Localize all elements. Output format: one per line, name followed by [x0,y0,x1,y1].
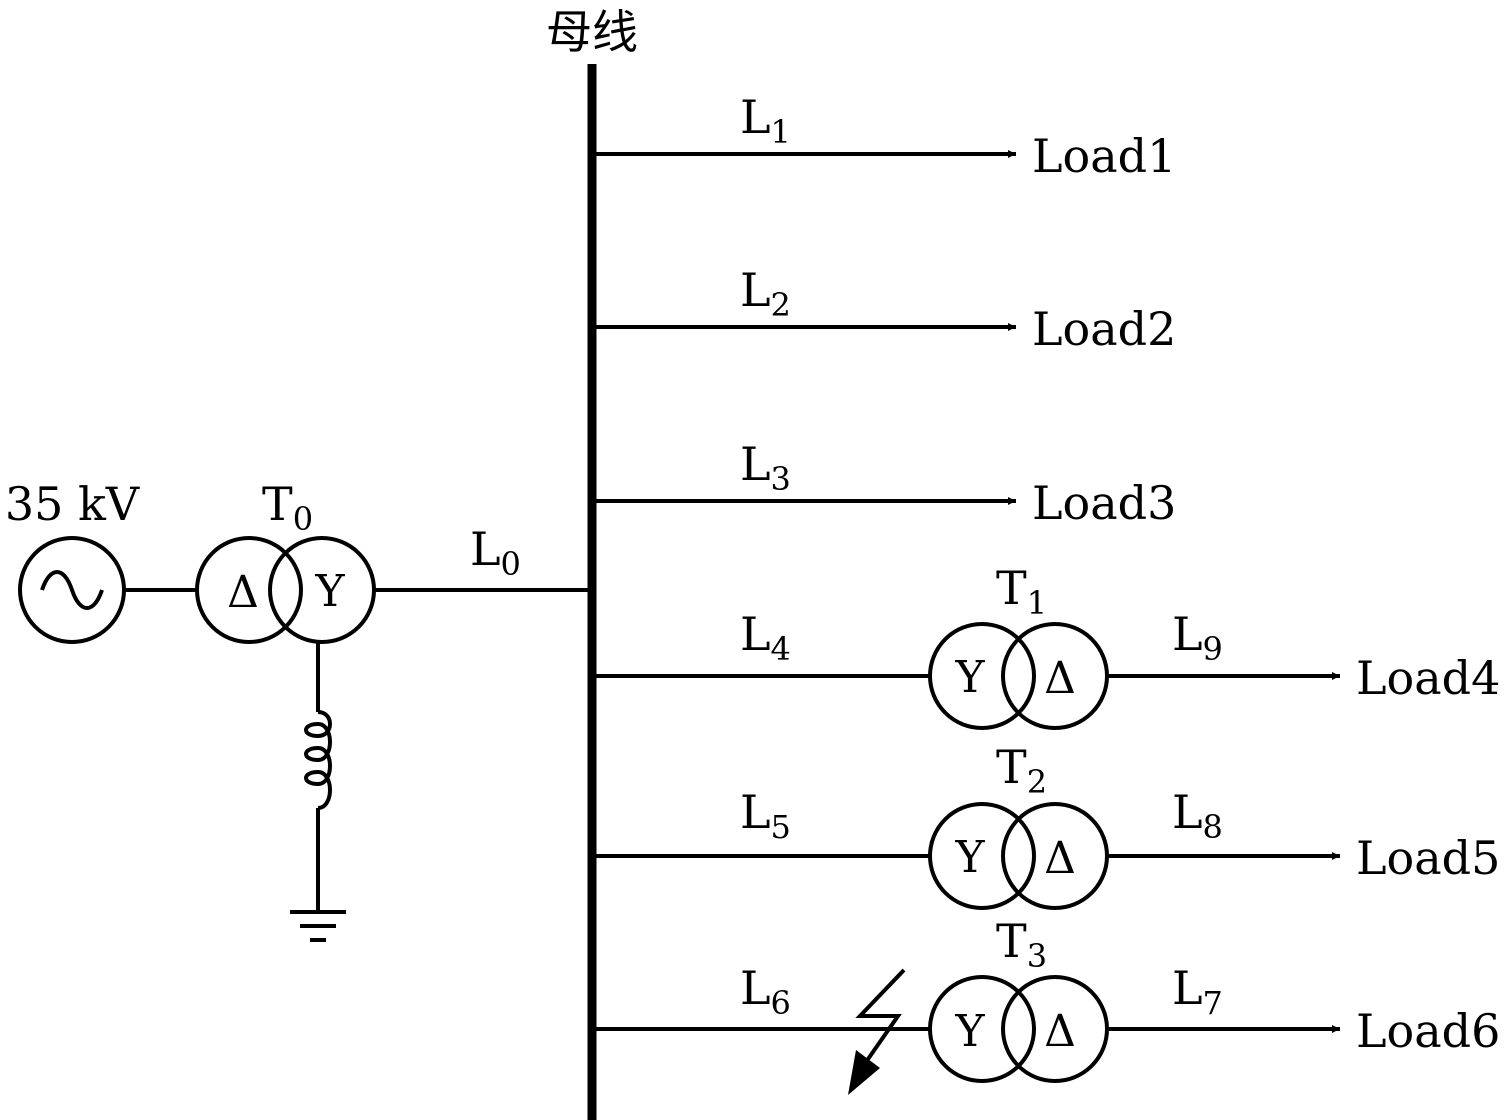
t0-label: T0 [262,477,313,538]
l1-label: L1 [740,90,791,151]
load2-label: Load2 [1032,302,1176,356]
source-voltage-label: 35 kV [5,477,140,531]
l3-label: L3 [740,437,791,498]
l7-label: L7 [1172,961,1223,1022]
load1-label: Load1 [1032,129,1176,183]
load6-label: Load6 [1356,1004,1500,1058]
l0-label: L0 [470,522,521,583]
load4-label: Load4 [1356,651,1500,705]
t3-left-winding: Y [954,1006,985,1057]
l9-label: L9 [1172,607,1223,668]
t2-left-winding: Y [954,832,985,883]
l5-label: L5 [740,785,791,846]
ac-source-icon [18,536,126,644]
t3-label: T3 [996,914,1047,975]
t0-left-winding: Δ [227,567,259,618]
load3-label: Load3 [1032,476,1176,530]
t1-left-winding: Y [954,652,985,703]
t3-right-winding: Δ [1044,1006,1076,1057]
fault-lightning-icon [848,968,906,1095]
l6-label: L6 [740,961,791,1022]
inductor-icon [304,710,332,810]
t1-right-winding: Δ [1044,653,1076,704]
l2-label: L2 [740,263,791,324]
busbar-label: 母线 [546,5,638,59]
t1-label: T1 [996,561,1047,622]
l8-label: L8 [1172,785,1223,846]
l4-label: L4 [740,607,791,668]
ground-icon [290,910,346,942]
load5-label: Load5 [1356,831,1500,885]
t0-right-winding: Y [314,566,345,617]
t2-label: T2 [996,740,1047,801]
transformer-t0-icon [195,536,376,644]
t2-right-winding: Δ [1044,833,1076,884]
